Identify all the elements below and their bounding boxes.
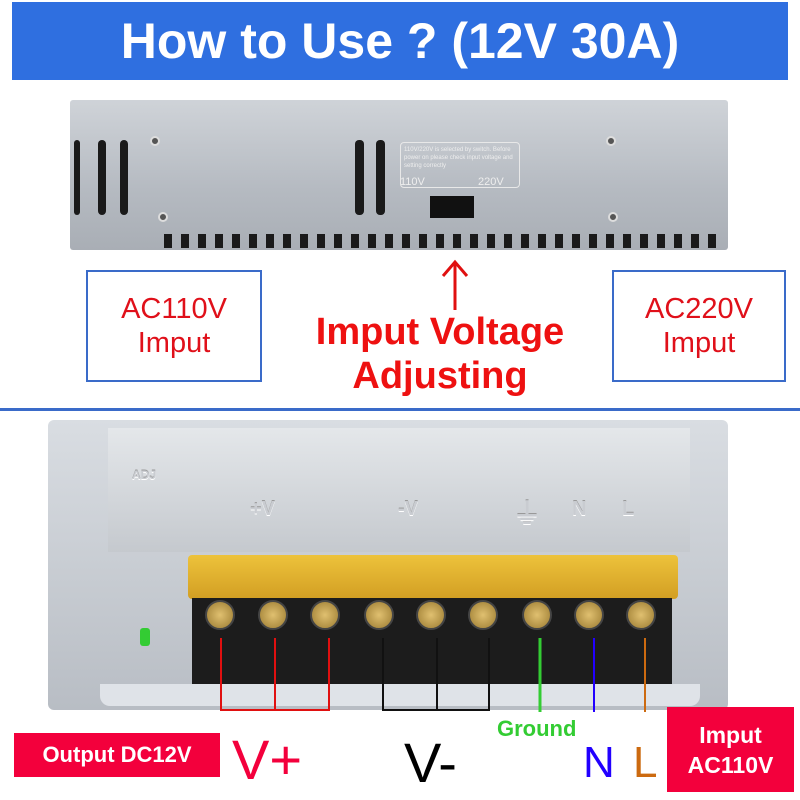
ground-label: Ground (497, 716, 577, 741)
input-ac110v-badge: Imput AC110V (667, 707, 794, 792)
screw-hole (150, 136, 160, 146)
voltage-switch[interactable] (430, 196, 474, 218)
screw (574, 600, 604, 630)
terminal-cover-panel (108, 428, 690, 552)
n-wire-label: N (583, 738, 615, 787)
adj-label: ADJ (132, 468, 157, 482)
power-supply-side-photo (70, 100, 728, 250)
switch-110-label: 110V (400, 176, 425, 188)
wiring-lines (220, 638, 646, 712)
voltage-adjusting-label: Imput Voltage Adjusting (270, 310, 610, 398)
terminal-plastic-cover (188, 555, 678, 599)
vent-slot (355, 140, 364, 215)
screw (205, 600, 235, 630)
screw (258, 600, 288, 630)
v-minus-label: V- (404, 731, 457, 794)
l-wire-label: L (633, 738, 658, 787)
output-dc12v-badge: Output DC12V (14, 733, 220, 777)
screw (468, 600, 498, 630)
vent-teeth (164, 234, 724, 248)
screw (522, 600, 552, 630)
screw-hole (606, 136, 616, 146)
input-line2: AC110V (687, 751, 774, 778)
minus-v-label: -V (398, 498, 418, 520)
vent-slot (120, 140, 128, 215)
led-indicator (140, 628, 150, 646)
ac220v-box: AC220V Imput (612, 270, 786, 382)
screw-hole (608, 212, 618, 222)
screw (310, 600, 340, 630)
ground-symbol-icon: ⏚ (513, 498, 542, 529)
plus-v-label: +V (250, 498, 276, 520)
input-line1: Imput (699, 721, 762, 748)
v-plus-label: V+ (232, 728, 303, 791)
arrow-up-icon (441, 259, 469, 310)
screw (364, 600, 394, 630)
vent-slot (74, 140, 80, 215)
page-title: How to Use ? (12V 30A) (12, 2, 788, 80)
imput-label: Imput (137, 327, 211, 359)
vent-slot (376, 140, 385, 215)
center-line1: Imput Voltage (315, 311, 565, 353)
l-label: L (622, 498, 635, 520)
screw (416, 600, 446, 630)
divider (0, 408, 800, 411)
center-line2: Adjusting (352, 355, 528, 397)
ac110v-label: AC110V (121, 293, 227, 325)
switch-notice: 110V/220V is selected by switch. Before … (400, 142, 520, 188)
screw-hole (158, 212, 168, 222)
screw (626, 600, 656, 630)
vent-slot (98, 140, 106, 215)
n-label: N (572, 498, 587, 520)
switch-220-label: 220V (478, 176, 504, 188)
ac220v-label: AC220V (644, 293, 753, 325)
ac110v-box: AC110V Imput (86, 270, 262, 382)
pcb-base (100, 684, 700, 706)
imput-label: Imput (662, 327, 736, 359)
